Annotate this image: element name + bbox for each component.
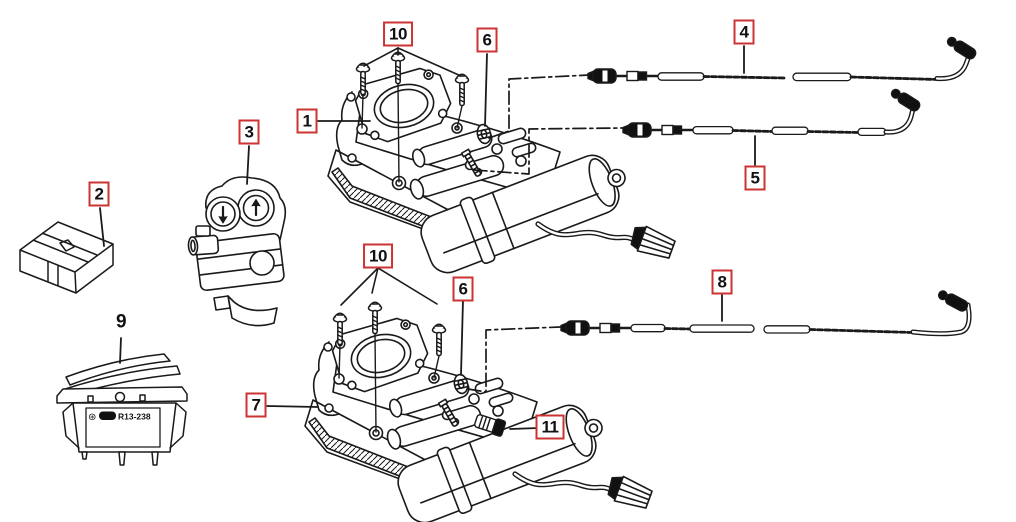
- callout-11: 11: [535, 414, 565, 440]
- callout-6-lower: 6: [452, 276, 474, 302]
- callout-10-upper: 10: [383, 21, 413, 47]
- linkage-lines: [467, 74, 623, 393]
- callout-6-upper: 6: [476, 27, 498, 53]
- callout-4: 4: [733, 19, 755, 45]
- throttle-cable-4: [586, 34, 979, 85]
- leader-lines: [99, 45, 756, 430]
- callout-5: 5: [744, 165, 766, 191]
- throttle-cable-8: [559, 287, 972, 337]
- lower-actuator-assembly: [305, 302, 653, 522]
- rocker-switch-part-9: ⊛ R13-238: [56, 353, 188, 466]
- callout-3: 3: [238, 119, 260, 145]
- callout-1: 1: [296, 108, 318, 134]
- joint-screw-part-11: [474, 414, 507, 437]
- callout-10-lower: 10: [363, 243, 393, 269]
- switch-model-text: R13-238: [118, 412, 151, 422]
- callout-8: 8: [711, 269, 733, 295]
- connector-box-part-2: [19, 221, 114, 294]
- switch-cert-mark: ⊛: [88, 412, 96, 423]
- throttle-cable-5: [621, 86, 923, 139]
- callout-7: 7: [245, 392, 267, 418]
- callout-9: 9: [115, 311, 127, 333]
- control-valve-part-3: [187, 176, 287, 327]
- callout-2: 2: [88, 181, 110, 207]
